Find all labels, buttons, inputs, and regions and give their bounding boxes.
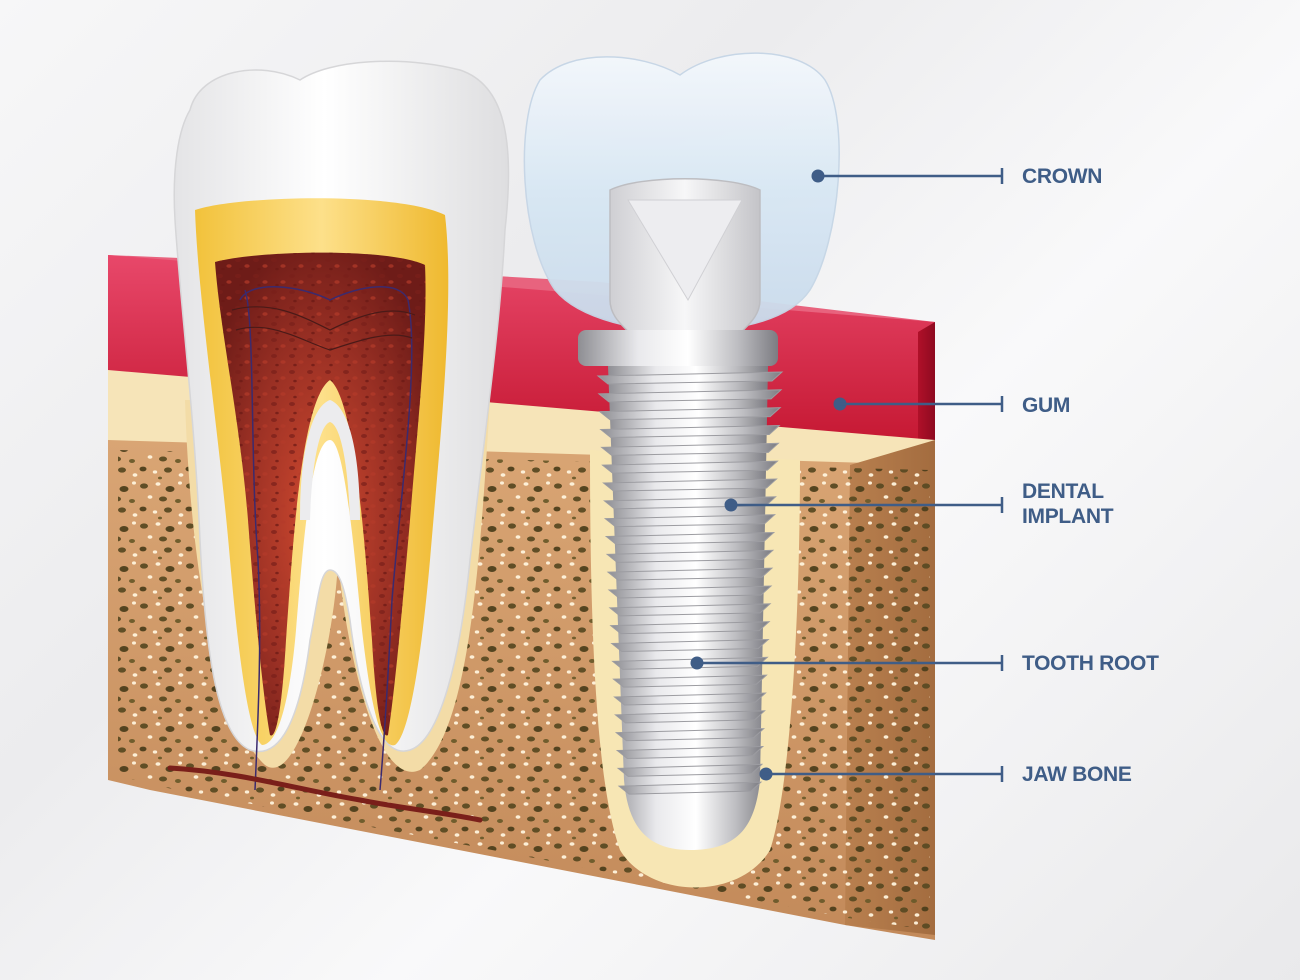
implant-thread xyxy=(602,478,778,492)
jaw-bone-label-text: JAW BONE xyxy=(1022,763,1132,786)
implant-thread xyxy=(608,603,772,617)
gum-leader xyxy=(833,396,1004,412)
implant-thread xyxy=(610,638,770,653)
tooth-root-leader xyxy=(690,655,1004,671)
implant-thread xyxy=(599,424,781,439)
jaw-bone-label: JAW BONE xyxy=(1022,762,1132,787)
jaw-bone-leader xyxy=(759,766,1004,782)
implant-thread xyxy=(612,674,768,688)
implant-thread xyxy=(596,371,784,385)
implant-thread xyxy=(615,745,765,760)
implant-thread xyxy=(601,460,779,474)
implant-thread xyxy=(597,389,783,403)
dental-implant-label: DENTAL IMPLANT xyxy=(1022,479,1114,529)
implant-thread xyxy=(611,656,769,670)
implant-thread xyxy=(603,514,777,528)
dental-implant-leader xyxy=(724,497,1004,513)
implant-thread xyxy=(613,692,767,706)
implant-thread xyxy=(604,531,776,546)
implant-thread xyxy=(605,549,775,563)
gum-label: GUM xyxy=(1022,393,1070,418)
implant-thread xyxy=(617,781,763,795)
implant-screw xyxy=(596,366,784,850)
leader-lines xyxy=(690,168,1004,782)
implant-thread xyxy=(607,585,773,599)
crown-label: CROWN xyxy=(1022,164,1102,189)
crown-label-text: CROWN xyxy=(1022,165,1103,188)
crown-leader xyxy=(811,168,1004,184)
implant-abutment xyxy=(578,178,778,366)
implant-thread xyxy=(600,442,780,456)
tooth-root-label: TOOTH ROOT xyxy=(1022,651,1159,676)
dental-implant-label-line1: DENTAL xyxy=(1022,480,1104,503)
tooth-root-label-text: TOOTH ROOT xyxy=(1022,652,1159,675)
implant-thread xyxy=(616,763,764,777)
gum-label-text: GUM xyxy=(1022,394,1071,417)
implant-thread xyxy=(614,710,766,724)
implant-thread xyxy=(598,407,782,421)
implant-thread xyxy=(609,621,771,635)
implant-thread xyxy=(606,567,774,581)
natural-tooth xyxy=(167,60,510,823)
implant-thread xyxy=(614,728,766,742)
dental-implant-label-line2: IMPLANT xyxy=(1022,505,1114,528)
